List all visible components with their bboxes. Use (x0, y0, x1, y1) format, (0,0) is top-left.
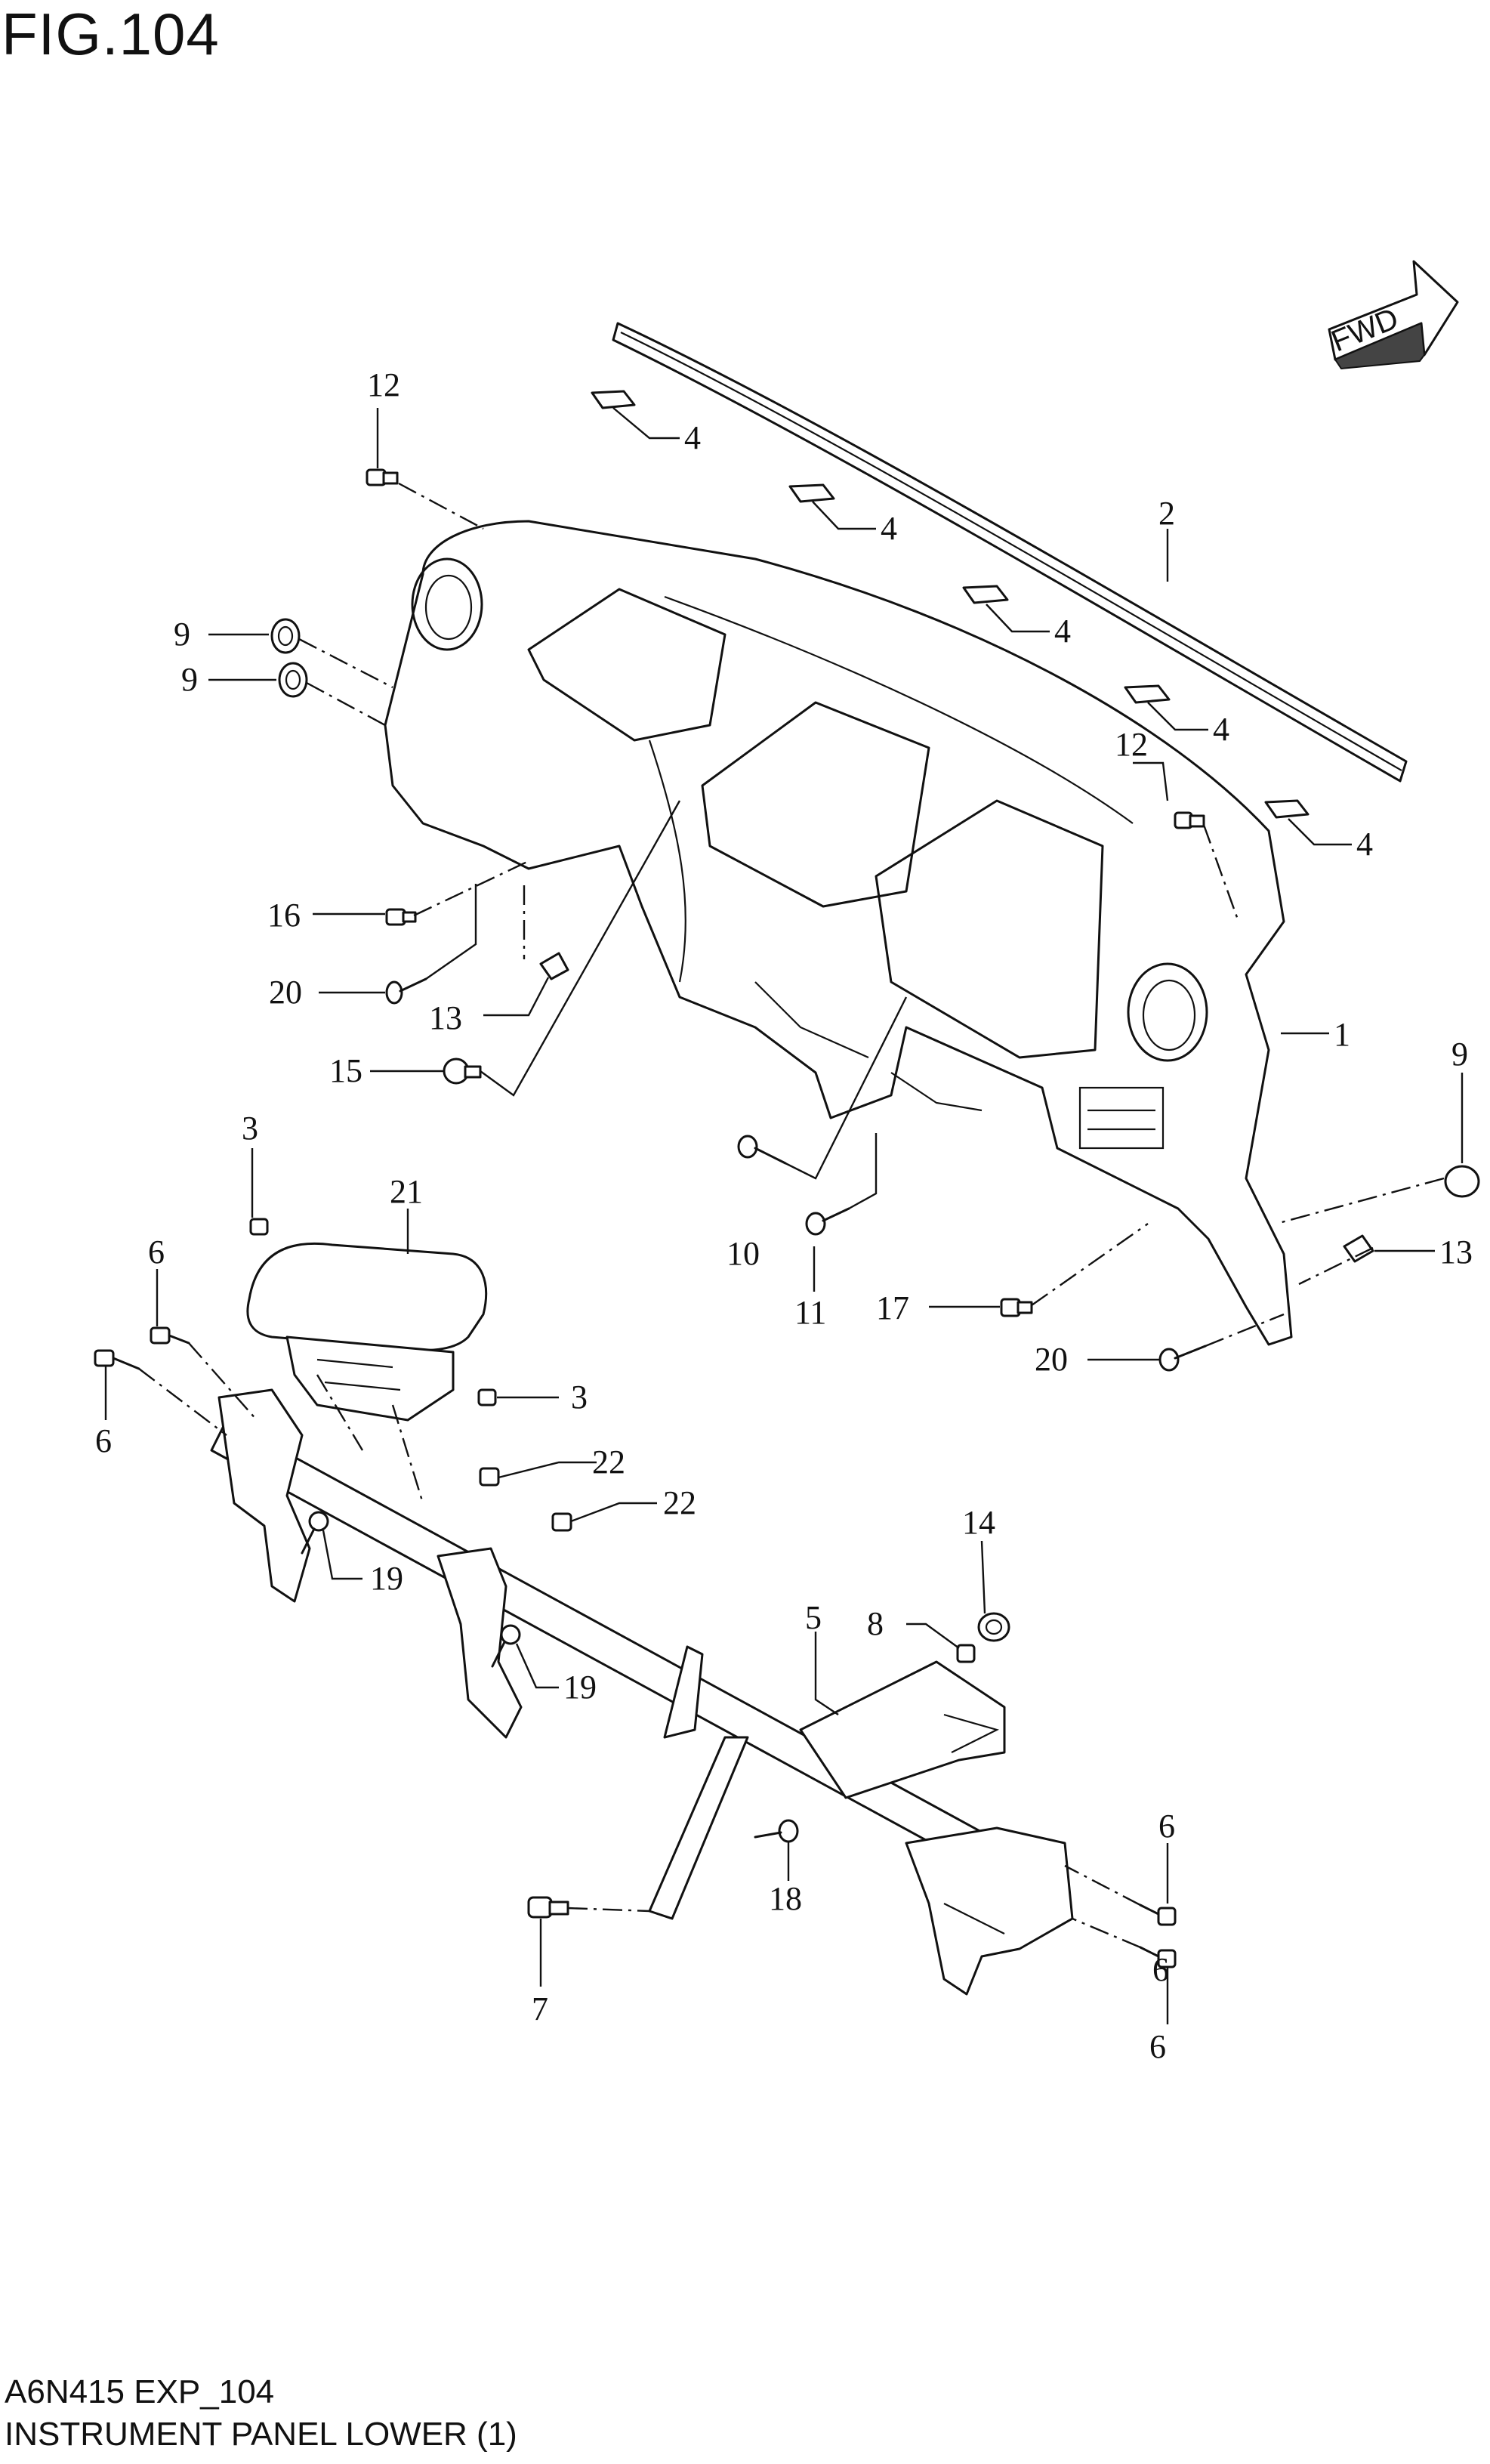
callout-12: 12 (1115, 726, 1148, 763)
bolt-12-top-icon (366, 468, 399, 486)
callout-4: 4 (881, 510, 897, 547)
screw-19b-icon (491, 1624, 521, 1668)
callout-6: 6 (1152, 1951, 1169, 1988)
clip-parts (591, 390, 1310, 819)
callout-numbers: 12 4 4 4 4 4 2 9 9 12 1 9 16 20 13 15 10… (95, 366, 1473, 2065)
bolt-3a-icon (249, 1218, 269, 1236)
grommet-14-icon (977, 1612, 1010, 1642)
assembly-lines (138, 482, 1445, 1949)
grommet-9c-icon (1444, 1165, 1480, 1198)
bolt-17-icon (1000, 1298, 1033, 1317)
bolt-16-icon (385, 908, 417, 926)
grommet-9b-icon (278, 662, 308, 698)
callout-4: 4 (1054, 613, 1071, 650)
callout-3: 3 (242, 1110, 258, 1147)
callout-2: 2 (1158, 495, 1175, 532)
figure-title: FIG.104 (2, 1, 220, 67)
callout-3: 3 (571, 1379, 588, 1416)
callout-4: 4 (1356, 826, 1373, 863)
callout-19: 19 (370, 1560, 403, 1597)
callout-6: 6 (1149, 2028, 1166, 2065)
bolt-15-icon (443, 1058, 482, 1085)
screw-11-icon (805, 1207, 850, 1236)
callout-8: 8 (867, 1605, 884, 1642)
callout-19: 19 (563, 1669, 597, 1706)
callout-21: 21 (390, 1173, 423, 1210)
callout-22: 22 (663, 1484, 696, 1521)
screw-20a-icon (385, 977, 427, 1005)
callout-7: 7 (532, 1990, 548, 2027)
callout-14: 14 (962, 1504, 995, 1541)
bolt-7-icon (527, 1896, 569, 1919)
callout-6: 6 (1158, 1808, 1175, 1845)
bolt-6c-icon (1139, 1904, 1177, 1926)
bolt-6a-icon (150, 1326, 190, 1345)
callout-9: 9 (174, 616, 190, 653)
bolt-3b-icon (477, 1388, 497, 1406)
callout-17: 17 (876, 1289, 909, 1326)
instrument-panel-part (384, 520, 1293, 1346)
callout-16: 16 (267, 897, 301, 934)
callout-6: 6 (95, 1422, 112, 1459)
callout-9: 9 (1451, 1036, 1468, 1073)
callout-10: 10 (726, 1235, 760, 1272)
callout-13: 13 (429, 999, 462, 1036)
callout-4: 4 (684, 419, 701, 456)
leader-lines (104, 407, 1464, 2024)
clip-13a-icon (539, 952, 569, 980)
callout-11: 11 (794, 1294, 826, 1331)
clip-13b-icon (1343, 1234, 1374, 1263)
screw-20b-icon (1158, 1345, 1207, 1372)
bolt-22a-icon (479, 1467, 500, 1487)
bolt-8-icon (956, 1644, 976, 1663)
callout-6: 6 (148, 1234, 165, 1271)
screw-18-icon (754, 1819, 799, 1843)
figure-name: INSTRUMENT PANEL LOWER (1) (5, 2416, 517, 2453)
bolt-22b-icon (551, 1512, 572, 1532)
defroster-strip-part (612, 322, 1408, 783)
grommet-9a-icon (270, 618, 301, 654)
callout-20: 20 (269, 974, 302, 1011)
callout-20: 20 (1035, 1341, 1068, 1378)
figure-code: A6N415 EXP_104 (5, 2373, 275, 2410)
screw-10-icon (737, 1135, 787, 1165)
steering-support-member-part (210, 1388, 1074, 1996)
fwd-arrow-icon: FWD (1327, 260, 1459, 370)
callout-15: 15 (329, 1052, 362, 1089)
callout-13: 13 (1439, 1234, 1473, 1271)
callout-18: 18 (769, 1880, 802, 1917)
callout-5: 5 (805, 1599, 822, 1636)
callout-12: 12 (367, 366, 400, 403)
callout-9: 9 (181, 661, 198, 698)
bolt-6b-icon (94, 1349, 140, 1370)
callout-1: 1 (1334, 1016, 1350, 1053)
callout-4: 4 (1213, 711, 1229, 748)
airbag-module-part (246, 1242, 488, 1422)
bolt-12-right-icon (1174, 811, 1205, 829)
fastener-parts (94, 468, 1480, 1968)
callout-22: 22 (592, 1444, 625, 1481)
screw-19a-icon (301, 1511, 329, 1555)
